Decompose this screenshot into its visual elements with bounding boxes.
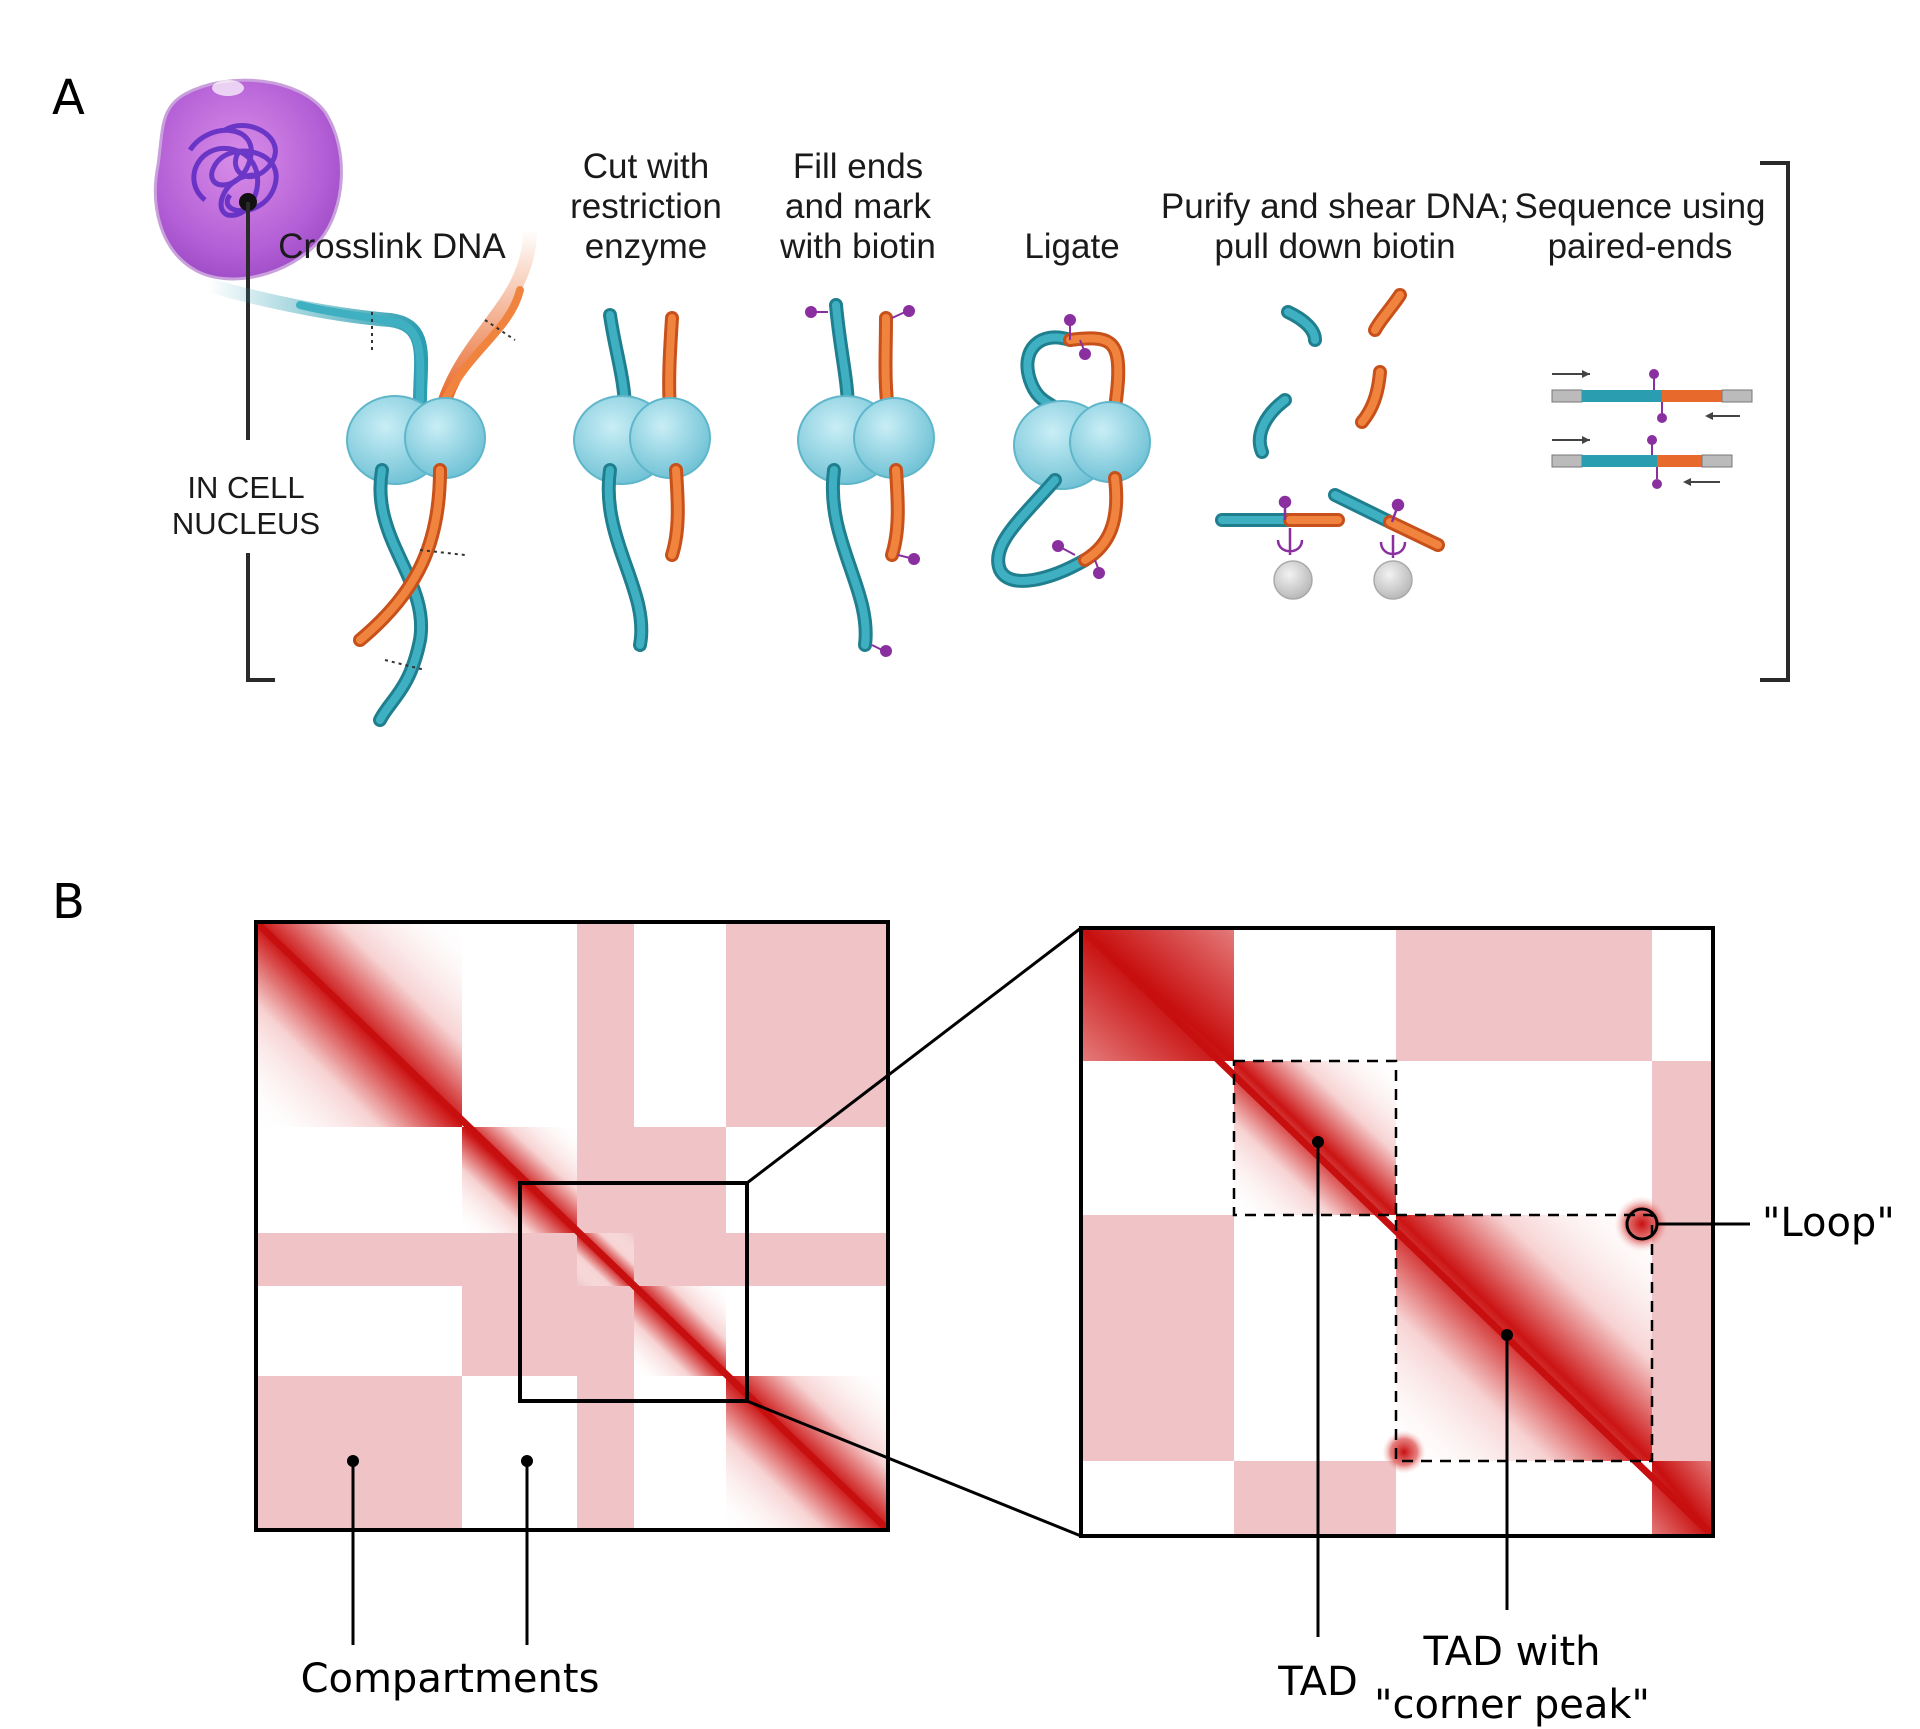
hic-map-genome-frame	[254, 920, 890, 1532]
in-cell-label-line2: NUCLEUS	[172, 506, 320, 541]
hic-map-zoomed	[1081, 928, 1713, 1536]
tad-corner-label-line2: "corner peak"	[1374, 1682, 1650, 1728]
step-3-biotin-illustration	[797, 298, 935, 657]
hic-map-zoomed-frame	[1079, 926, 1715, 1538]
step-6-title-line2: paired-ends	[1548, 227, 1733, 266]
hic-map-genome	[256, 922, 888, 1530]
step-2-title-line3: enzyme	[585, 227, 708, 266]
step-4-ligate-illustration	[991, 314, 1151, 588]
step-6-sequence-illustration	[1551, 369, 1753, 489]
step-3-title-line3: with biotin	[779, 227, 936, 266]
in-cell-label-line1: IN CELL	[187, 470, 304, 505]
nucleus-bracket	[246, 161, 1790, 682]
step-4-title: Ligate	[1024, 227, 1119, 266]
step-1-title: Crosslink DNA	[278, 227, 506, 266]
label-leaders	[347, 1136, 1513, 1645]
panel-a-label: A	[52, 70, 85, 126]
step-2-cut-illustration	[573, 308, 711, 652]
step-3-title-line2: and mark	[785, 187, 931, 226]
zoom-region-box	[518, 1181, 749, 1403]
zoom-connector-bottom	[746, 1399, 1082, 1538]
step-1-crosslink-illustration	[201, 223, 537, 727]
step-5-shear-illustration	[1215, 288, 1445, 600]
step-6-title-line1: Sequence using	[1514, 187, 1765, 226]
tad-corner-outline	[1394, 1213, 1654, 1463]
step-titles: Crosslink DNA Cut with restriction enzym…	[278, 147, 1765, 266]
panel-b-label: B	[52, 874, 85, 930]
loop-label: "Loop"	[1762, 1200, 1895, 1246]
step-2-title-line2: restriction	[570, 187, 722, 226]
compartments-label: Compartments	[301, 1656, 600, 1702]
step-3-title-line1: Fill ends	[793, 147, 923, 186]
tad-label: TAD	[1277, 1659, 1358, 1705]
step-5-title-line2: pull down biotin	[1214, 227, 1455, 266]
step-2-title-line1: Cut with	[583, 147, 709, 186]
cell-nucleus-illustration	[153, 78, 343, 281]
step-5-title-line1: Purify and shear DNA;	[1161, 187, 1509, 226]
tad-corner-label-line1: TAD with	[1422, 1629, 1600, 1675]
zoom-connector-top	[746, 926, 1082, 1185]
